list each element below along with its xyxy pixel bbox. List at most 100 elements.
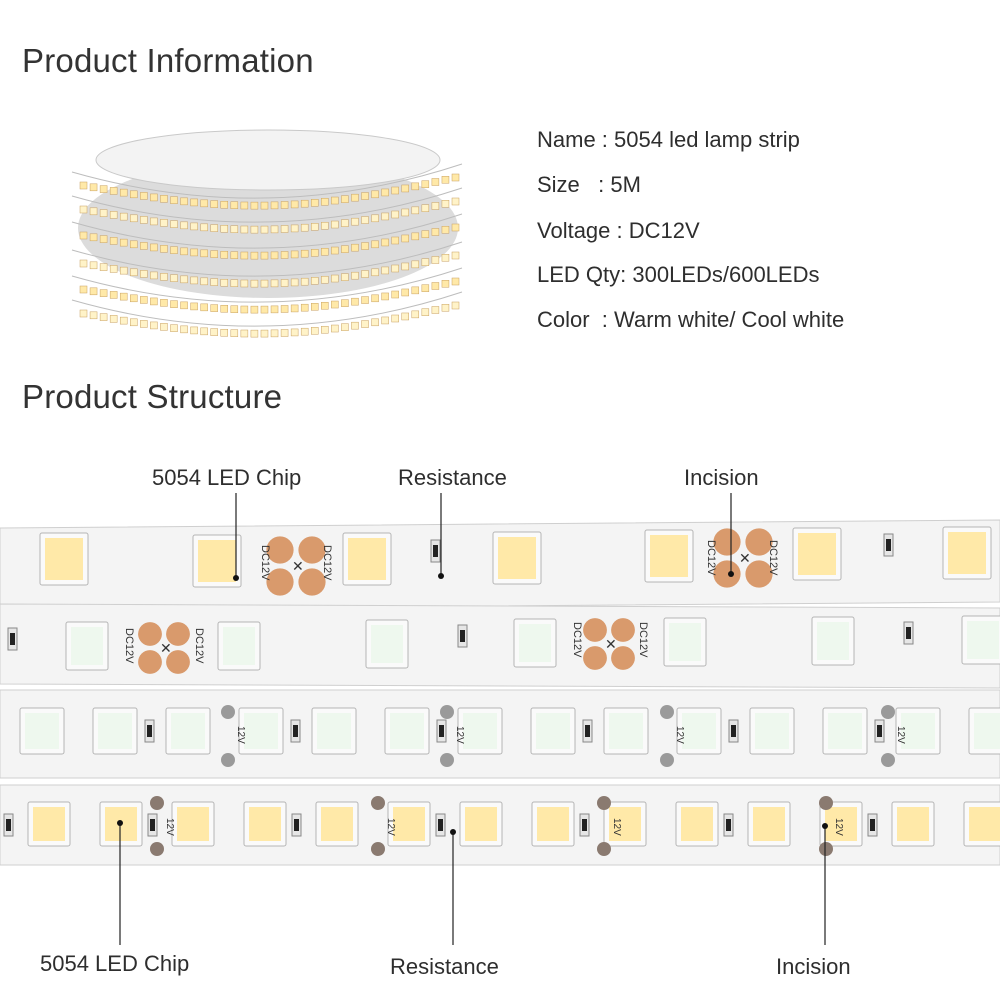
copper-pad xyxy=(611,646,635,670)
pointer-dot xyxy=(450,829,456,835)
reel-led xyxy=(431,256,440,264)
reel-led xyxy=(150,321,158,330)
led-chip xyxy=(681,807,713,841)
reel-led xyxy=(79,309,88,318)
reel-led xyxy=(99,313,108,321)
reel-led xyxy=(371,268,379,277)
led-chip xyxy=(948,532,986,574)
reel-led xyxy=(240,201,249,210)
reel-led xyxy=(240,225,249,234)
reel-led xyxy=(130,268,138,277)
copper-pad xyxy=(745,528,773,556)
reel-led xyxy=(321,275,329,284)
reel-led xyxy=(431,228,440,236)
reel-led xyxy=(140,296,148,304)
reel-led xyxy=(260,251,269,260)
resistor-mark xyxy=(877,725,882,737)
reel-led xyxy=(331,220,339,229)
reel-led xyxy=(341,219,349,227)
reel-led xyxy=(331,324,339,333)
copper-pad xyxy=(138,622,162,646)
reel-led xyxy=(321,301,329,310)
reel-led xyxy=(411,206,420,215)
reel-led xyxy=(451,277,460,286)
reel-led xyxy=(230,305,239,313)
reel-led xyxy=(300,199,309,208)
reel-led xyxy=(341,299,349,307)
reel-ring-edge xyxy=(71,187,463,223)
reel-led xyxy=(361,216,369,224)
reel-led xyxy=(431,282,440,290)
copper-pad xyxy=(266,568,294,596)
reel-led xyxy=(180,275,188,284)
reel-led xyxy=(270,225,279,234)
bottom-label-resistance: Resistance xyxy=(390,954,499,979)
reel-led xyxy=(381,238,389,247)
pcb-voltage-marking: DC12V xyxy=(259,545,271,581)
reel-rings xyxy=(71,163,463,338)
led-chip xyxy=(825,807,857,841)
reel-led xyxy=(190,326,198,335)
reel-led xyxy=(210,224,218,232)
pcb-voltage-marking: DC12V xyxy=(571,622,583,658)
reel-led xyxy=(391,186,399,195)
led-chip xyxy=(321,807,353,841)
pcb-voltage-marking: 12V xyxy=(164,818,175,836)
reel-led xyxy=(391,210,399,219)
reel-led xyxy=(381,212,389,221)
reel-led xyxy=(89,207,98,216)
reel-led xyxy=(220,304,229,313)
reel-led xyxy=(200,277,208,286)
reel-led xyxy=(220,278,229,287)
solder-point xyxy=(221,705,235,719)
reel-led xyxy=(220,224,229,233)
reel-led xyxy=(99,289,108,297)
reel-led xyxy=(119,188,128,197)
resistor-mark xyxy=(6,819,11,831)
reel-led xyxy=(200,223,208,232)
reel-led xyxy=(180,221,188,230)
led-chip xyxy=(71,627,103,665)
resistor-mark xyxy=(147,725,152,737)
resistor-mark xyxy=(293,725,298,737)
resistor-mark xyxy=(460,630,465,642)
reel-led xyxy=(200,249,208,258)
resistor-mark xyxy=(582,819,587,831)
reel-led xyxy=(310,199,319,207)
pcb-voltage-marking: 12V xyxy=(674,726,685,744)
reel-led xyxy=(331,246,339,255)
solder-point xyxy=(371,796,385,810)
reel-led xyxy=(140,192,148,200)
reel-led xyxy=(119,238,128,247)
solder-point xyxy=(150,842,164,856)
reel-led xyxy=(230,279,239,287)
reel-led xyxy=(431,202,440,210)
reel-led xyxy=(421,308,430,316)
reel-led xyxy=(109,237,118,245)
reel-led xyxy=(99,235,108,243)
reel-led xyxy=(391,264,399,273)
reel-led xyxy=(300,303,309,312)
reel-led xyxy=(190,222,198,231)
reel-led xyxy=(79,205,88,214)
pcb-voltage-marking: 12V xyxy=(385,818,396,836)
reel-led xyxy=(170,324,178,332)
reel-led xyxy=(401,312,409,321)
reel-led xyxy=(451,223,460,232)
reel-led xyxy=(341,323,349,331)
led-chip xyxy=(198,540,236,582)
reel-led xyxy=(210,278,218,286)
reel-led xyxy=(321,325,329,334)
reel-led xyxy=(260,329,269,338)
pcb-voltage-marking: DC12V xyxy=(705,540,717,576)
reel-led xyxy=(331,196,339,205)
reel-led xyxy=(220,250,229,259)
reel-led xyxy=(210,250,218,258)
cut-mark: ✕ xyxy=(160,640,172,656)
reel-led xyxy=(250,225,259,234)
resistor-mark xyxy=(433,545,438,557)
pcb-voltage-marking: DC12V xyxy=(123,628,135,664)
reel-led xyxy=(250,329,259,338)
reel-led xyxy=(150,217,158,226)
